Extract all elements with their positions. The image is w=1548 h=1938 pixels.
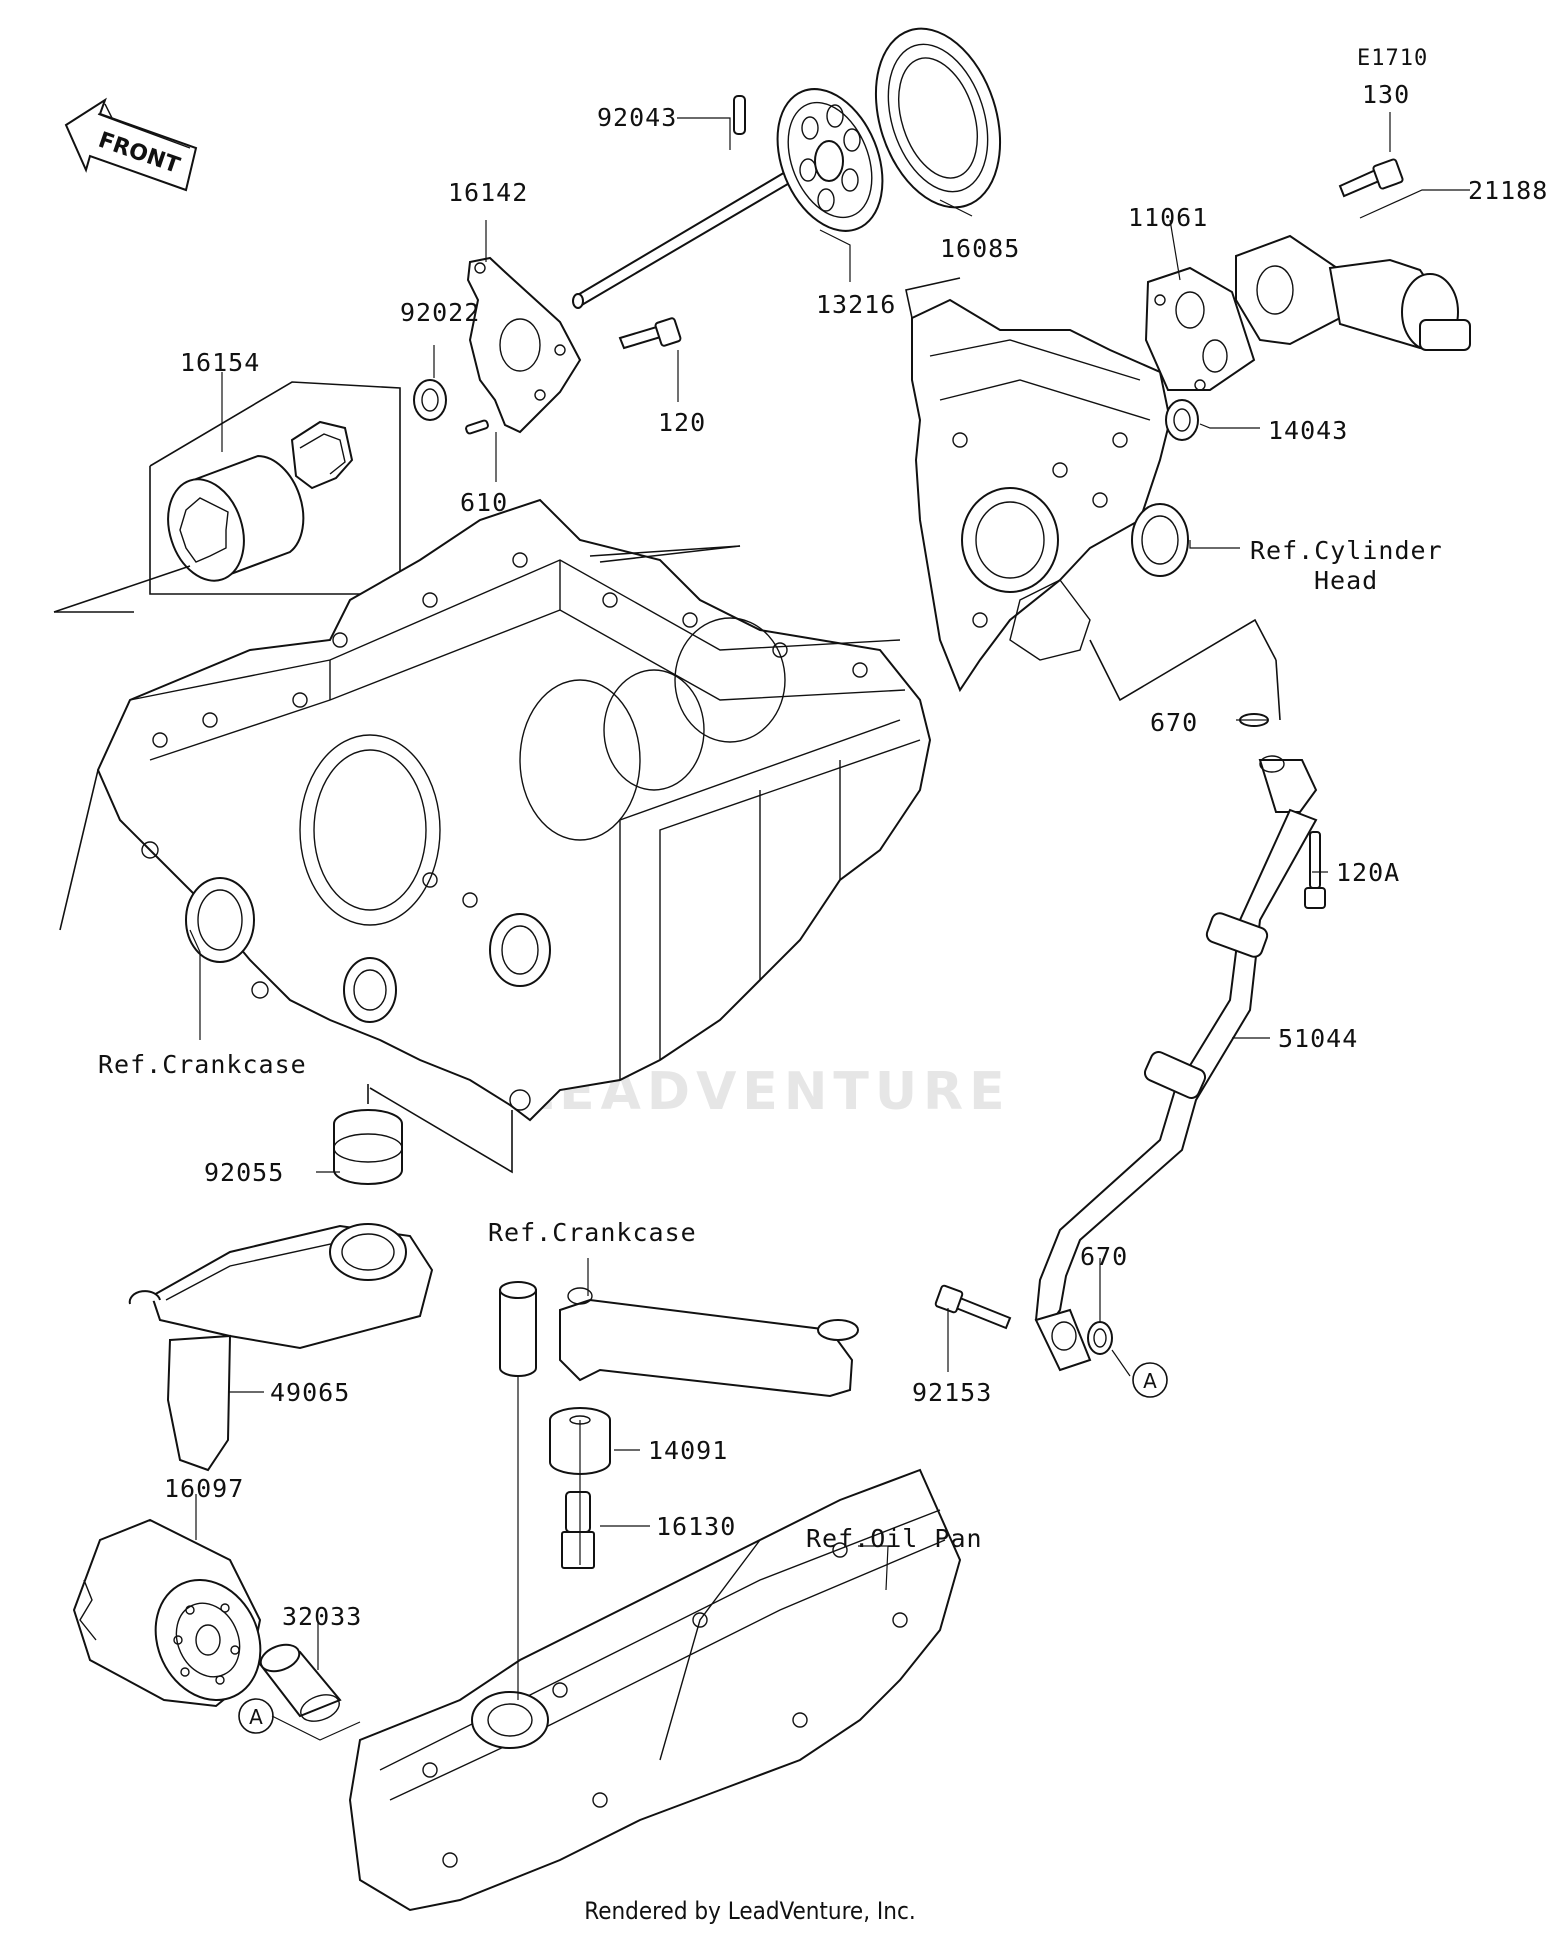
valve-21188[interactable] [1235,234,1471,351]
plug-14043[interactable] [1165,399,1199,441]
washer-92022[interactable] [413,379,447,421]
label-670-top[interactable]: 670 [1150,708,1199,737]
oil-pan-ref [348,1468,962,1912]
label-13216[interactable]: 13216 [816,290,897,319]
label-16142[interactable]: 16142 [448,178,529,207]
label-11061[interactable]: 11061 [1128,203,1209,232]
label-ref-cylinder-head-1[interactable]: Ref.Cylinder [1250,536,1443,565]
pump-shaft-13216[interactable] [572,73,902,309]
pump-rotor-16154[interactable] [156,420,354,591]
bracket-92055 [369,1087,513,1174]
pin-92043[interactable] [733,95,746,135]
label-ref-crankcase-2[interactable]: Ref.Crankcase [488,1218,697,1247]
label-14043[interactable]: 14043 [1268,416,1349,445]
bolt-120a[interactable] [1304,831,1326,909]
label-92055[interactable]: 92055 [204,1158,285,1187]
label-92153[interactable]: 92153 [912,1378,993,1407]
bolt-120[interactable] [618,317,682,350]
oil-pipe-crankcase-ref [499,1281,859,1398]
label-16154[interactable]: 16154 [180,348,261,377]
label-32033[interactable]: 32033 [282,1602,363,1631]
parts-diagram: LEADVENTURE FRONT [53,13,1548,1925]
label-ref-crankcase-1[interactable]: Ref.Crankcase [98,1050,307,1079]
label-e1710: E1710 [1357,46,1429,71]
oil-filter-16097[interactable] [72,1518,280,1717]
gasket-11061[interactable] [1144,266,1256,391]
group-bracket-16154 [149,381,401,595]
crankcase-ref [59,498,932,1122]
bolt-92153[interactable] [934,1284,1012,1330]
label-120[interactable]: 120 [658,408,707,437]
fitting-32033[interactable] [257,1640,343,1726]
diagram-drawing: FRONT [53,13,1471,1912]
oil-pipe-51044[interactable] [1034,755,1318,1372]
oring-670-bottom[interactable] [1087,1321,1113,1355]
label-51044[interactable]: 51044 [1278,1024,1359,1053]
front-arrow-icon: FRONT [64,97,198,192]
label-49065[interactable]: 49065 [270,1378,351,1407]
label-16097[interactable]: 16097 [164,1474,245,1503]
bracket-head-to-pipe [1089,618,1277,702]
label-14091[interactable]: 14091 [648,1436,729,1465]
label-92022[interactable]: 92022 [400,298,481,327]
pump-cover-16142[interactable] [466,256,582,434]
label-92043[interactable]: 92043 [597,103,678,132]
label-ref-oil-pan[interactable]: Ref.Oil Pan [806,1524,983,1553]
label-670-bottom[interactable]: 670 [1080,1242,1129,1271]
leader-lines [189,112,1470,1741]
leader-crankcase-top-right [599,545,741,563]
label-130[interactable]: 130 [1362,80,1411,109]
plug-16130[interactable] [561,1491,595,1569]
leader-670-top-pipe [1275,659,1281,721]
footer-credit: Rendered by LeadVenture, Inc. [584,1897,916,1925]
leader-16154-axis [53,565,191,613]
cylinder-head-ref [905,277,1189,693]
callout-a-right[interactable]: A [1132,1362,1168,1398]
label-120a[interactable]: 120A [1336,858,1401,887]
pin-610[interactable] [465,419,489,435]
svg-text:A: A [1143,1369,1157,1393]
callout-a-left[interactable]: A [238,1698,274,1734]
label-21188[interactable]: 21188 [1468,176,1548,205]
gear-16085[interactable] [854,13,1021,224]
label-16085[interactable]: 16085 [940,234,1021,263]
strainer-49065[interactable] [128,1223,434,1472]
label-ref-cylinder-head-2[interactable]: Head [1314,566,1379,595]
leader-crankcase-top [589,545,741,557]
label-610[interactable]: 610 [460,488,509,517]
bolt-130[interactable] [1338,158,1404,198]
seal-92055[interactable] [333,1109,403,1185]
svg-text:A: A [249,1705,263,1729]
label-16130[interactable]: 16130 [656,1512,737,1541]
